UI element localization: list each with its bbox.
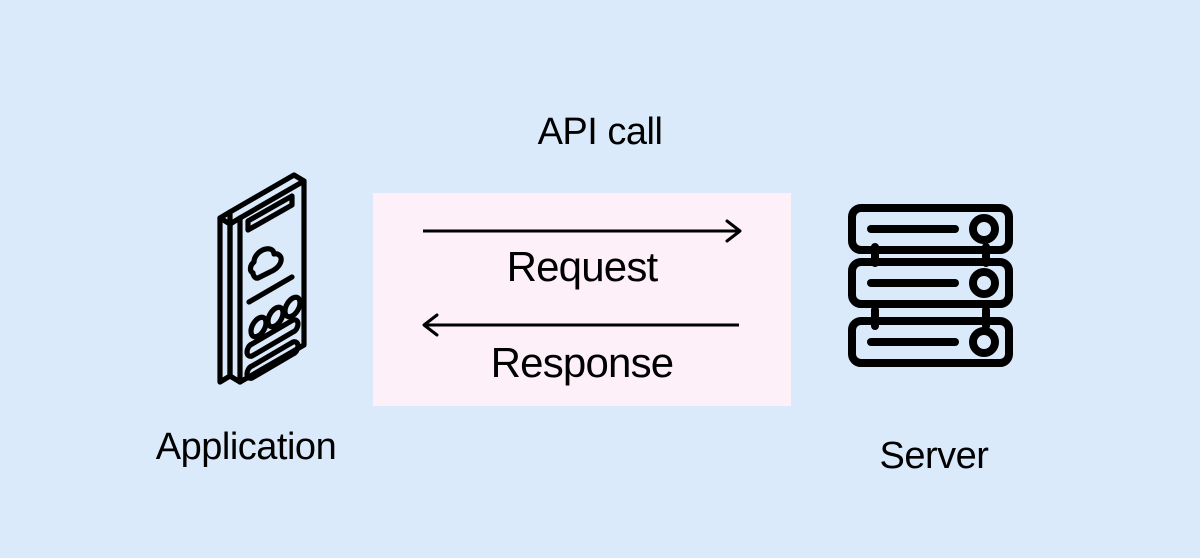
- smartphone-isometric-icon: [217, 172, 307, 385]
- flow-arrows: [422, 219, 742, 337]
- request-label: Request: [506, 243, 659, 290]
- api-exchange-panel: Request Response: [373, 193, 791, 406]
- response-label: Response: [490, 339, 675, 386]
- server-node: [845, 200, 1025, 372]
- server-stack-icon: [848, 204, 1013, 367]
- page-title: API call: [537, 111, 663, 153]
- server-label: Server: [879, 435, 989, 477]
- application-label: Application: [155, 426, 337, 468]
- response-arrow-icon: [422, 313, 739, 337]
- application-node: [200, 165, 320, 395]
- request-arrow-icon: [423, 219, 742, 243]
